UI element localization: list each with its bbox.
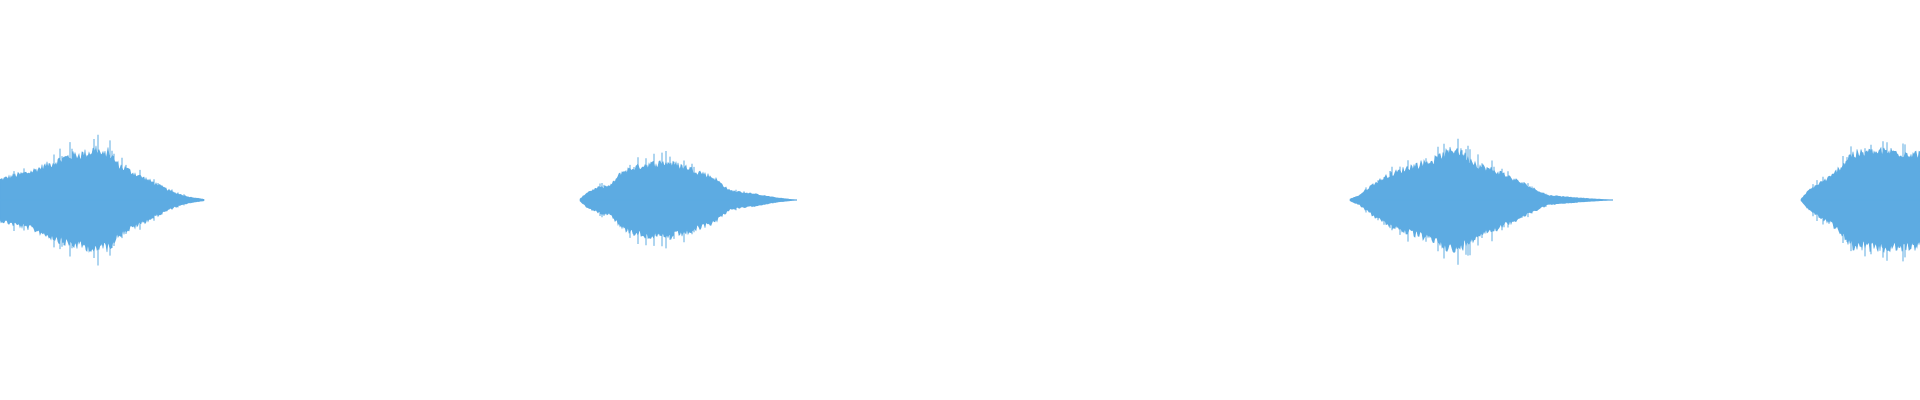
waveform-clip-4 (1800, 141, 1920, 262)
waveform-clip-1 (0, 134, 205, 266)
waveform-clip-3 (1349, 138, 1613, 265)
waveform-clips (0, 134, 1920, 266)
waveform-clip-2 (579, 151, 798, 249)
waveform-shape (0, 145, 205, 254)
